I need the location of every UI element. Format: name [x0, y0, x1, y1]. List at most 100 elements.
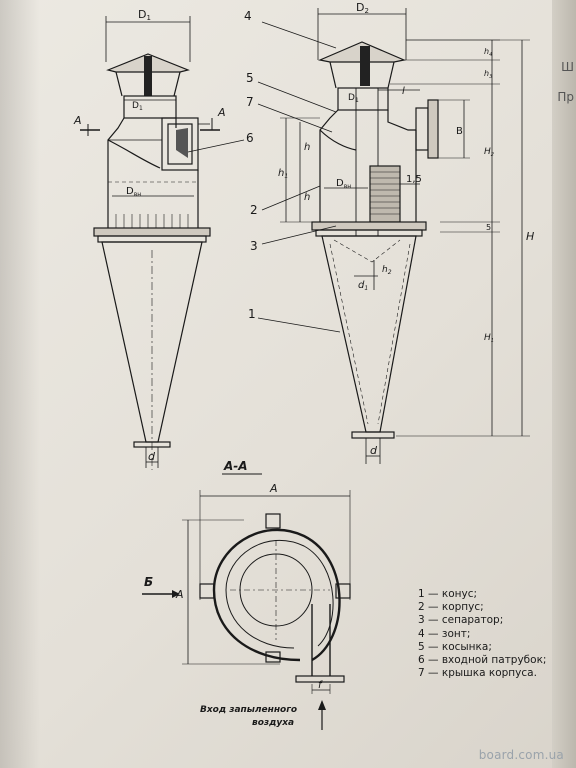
right-elevation — [257, 8, 530, 464]
label-section-a-left: А — [73, 114, 82, 127]
left-exhaust-pipe — [123, 95, 177, 119]
label-1-5: 1,5 — [406, 174, 422, 185]
callout-5: 5 — [246, 71, 254, 85]
legend-item-3: 3 — сепаратор; — [418, 614, 504, 627]
edge-text-top: Ш — [561, 60, 574, 74]
label-d1: D1 — [138, 8, 151, 22]
left-elevation — [80, 16, 245, 470]
label-a-horizontal: А — [269, 482, 278, 495]
right-outlet-flange — [351, 431, 395, 439]
left-hood-post — [144, 56, 152, 96]
right-cone — [321, 235, 417, 433]
legend-item-6: 6 — входной патрубок; — [418, 654, 547, 667]
label-view-b: Б — [144, 575, 153, 589]
label-5: 5 — [486, 223, 491, 232]
right-flange-top — [311, 221, 427, 231]
label-b: В — [456, 126, 463, 137]
label-a-vertical: А — [175, 588, 184, 601]
callout-2: 2 — [250, 203, 258, 217]
label-d2: D2 — [356, 1, 369, 15]
left-inlet-opening — [167, 123, 193, 165]
label-h3: h3 — [484, 69, 492, 80]
left-flange-top — [93, 227, 211, 237]
edge-text-middle: Пр — [557, 90, 574, 104]
callout-3: 3 — [250, 239, 258, 253]
callout-7-leader — [257, 103, 333, 133]
left-hood-leg-a — [115, 71, 123, 97]
section-inlet-flange — [295, 675, 345, 683]
callout-6-leader — [187, 139, 245, 153]
right-separator-fins — [370, 171, 400, 215]
label-f: f — [318, 680, 323, 691]
right-body-left — [319, 109, 339, 222]
callout-5-leader — [257, 81, 337, 113]
right-cone-hidden-a — [329, 243, 369, 425]
section-lug-bottom — [265, 651, 281, 663]
left-body-left — [107, 117, 125, 228]
legend-item-1: 1 — конус; — [418, 588, 478, 600]
callout-4: 4 — [244, 9, 252, 23]
inlet-arrow-head — [318, 700, 326, 710]
section-lug-top — [265, 513, 281, 529]
label-d1-right: D1 — [348, 93, 359, 104]
left-separator-fins — [115, 214, 189, 228]
label-h2-cone: h2 — [382, 265, 392, 276]
callout-3-leader — [261, 225, 337, 245]
right-separator-block — [369, 165, 401, 223]
right-exhaust-pipe — [337, 87, 389, 111]
section-a-a — [142, 473, 351, 730]
label-h4: h4 — [484, 47, 492, 58]
view-b-arrow-head — [172, 590, 180, 598]
label-dvn-left: Dвн — [126, 186, 141, 198]
right-cover-curve — [319, 129, 357, 151]
page-shadow — [0, 0, 40, 768]
label-section-a-right: А — [217, 106, 226, 119]
legend-item-4: 4 — зонт; — [418, 627, 471, 640]
left-inlet-box — [161, 117, 199, 171]
callout-4-leader — [261, 21, 337, 49]
label-h-upper: h — [304, 142, 310, 153]
section-lug-left — [199, 583, 215, 599]
right-body-top-right — [387, 110, 416, 131]
callout-7: 7 — [246, 95, 254, 109]
label-h2: H2 — [484, 147, 494, 158]
right-cone-inner — [333, 239, 401, 263]
right-inlet-flange — [427, 99, 439, 159]
label-d1-left: D1 — [132, 101, 143, 112]
left-hood-leg-b — [173, 71, 181, 97]
label-h-total: H — [526, 230, 534, 243]
right-hood-leg-b — [387, 61, 395, 89]
legend-item-5: 5 — косынка; — [418, 640, 492, 653]
label-d-left: d — [148, 450, 156, 463]
label-section-title: А-А — [223, 459, 248, 473]
callout-1-leader — [257, 317, 341, 333]
label-d-right: d — [370, 444, 378, 457]
callout-1: 1 — [248, 307, 256, 321]
legend-item-7: 7 — крышка корпуса. — [418, 667, 537, 680]
right-hood-post — [360, 46, 370, 86]
section-scroll-outer — [212, 528, 341, 662]
label-h-lower: h — [304, 192, 310, 203]
legend: 1 — конус; 2 — корпус; 3 — сепаратор; 4 … — [418, 588, 568, 680]
right-inlet-stub — [415, 107, 429, 151]
section-scroll-inner — [225, 540, 334, 649]
left-cover-slope — [107, 139, 161, 169]
section-lug-right — [335, 583, 351, 599]
left-flange-bottom — [97, 235, 207, 243]
left-outlet-flange — [133, 441, 171, 448]
left-inlet-shade — [176, 128, 188, 158]
label-inlet-line2: воздуха — [252, 718, 294, 728]
callout-6: 6 — [246, 131, 254, 145]
next-page-edge — [552, 0, 576, 768]
right-flange-bottom — [315, 229, 423, 237]
label-d1-small: d1 — [358, 280, 368, 292]
label-h1: h1 — [278, 168, 288, 180]
label-inlet-line1: Вход запыленного — [200, 705, 297, 715]
label-dvn-right: Dвн — [336, 178, 351, 190]
right-cone-hidden-b — [377, 243, 411, 425]
watermark: board.com.ua — [478, 748, 564, 762]
right-hood-leg-a — [329, 61, 337, 89]
